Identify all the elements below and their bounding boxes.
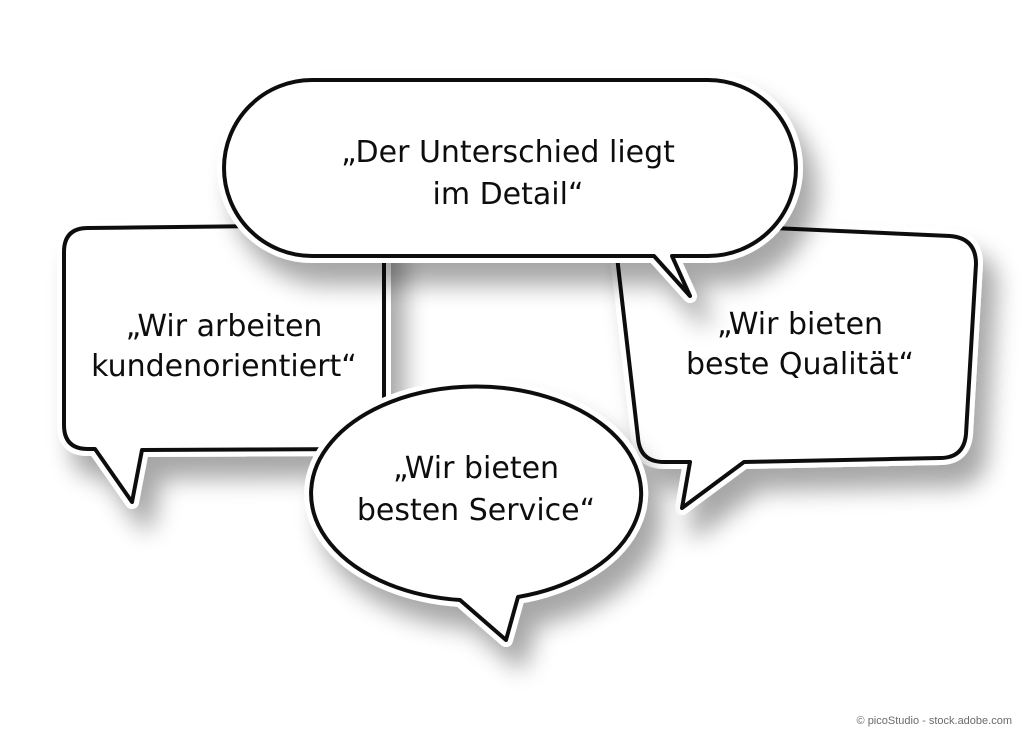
bubble-top-line-2: im Detail“ <box>432 177 583 212</box>
bubble-left-line-1: „Wir arbeiten <box>126 309 323 344</box>
image-credit: © picoStudio - stock.adobe.com <box>856 715 1012 727</box>
speech-bubble-left: „Wir arbeiten kundenorientiert“ <box>57 218 391 509</box>
speech-bubble-top: „Der Unterschied liegt im Detail“ <box>217 73 803 303</box>
bubble-left-line-2: kundenorientiert“ <box>91 349 357 384</box>
speech-bubble-bottom: „Wir bieten besten Service“ <box>304 379 649 647</box>
speech-bubble-bottom-outline <box>309 384 644 642</box>
bubble-right-line-1: „Wir bieten <box>717 307 883 342</box>
bubble-right-line-2: beste Qualität“ <box>686 347 914 382</box>
bubble-bottom-line-2: besten Service“ <box>357 493 595 528</box>
bubble-top-line-1: „Der Unterschied liegt <box>341 135 675 170</box>
speech-bubble-top-outline <box>222 78 798 298</box>
bubble-bottom-line-1: „Wir bieten <box>393 451 559 486</box>
